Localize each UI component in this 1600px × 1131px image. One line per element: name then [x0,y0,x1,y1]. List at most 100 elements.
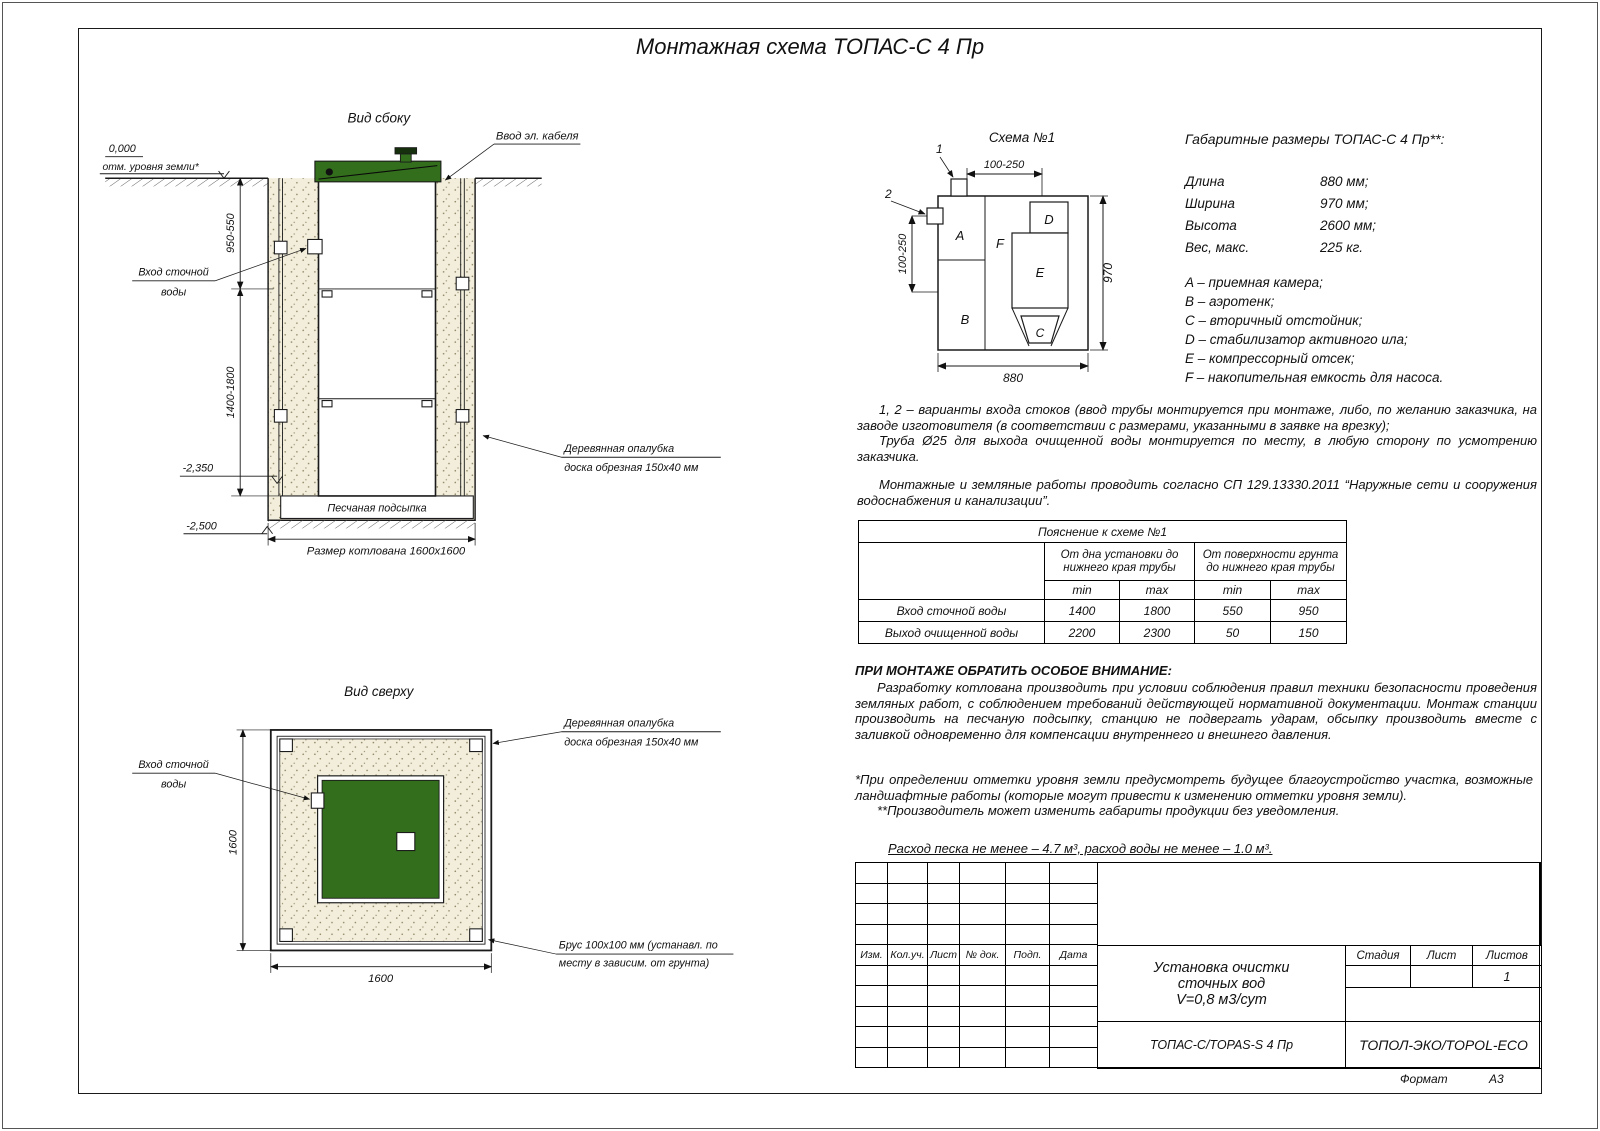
format-note: Формат А3 [1400,1072,1504,1086]
inlet-label-top-2: воды [161,779,186,791]
company-cell: ТОПОЛ-ЭКО/TOPOL-ECO [1345,1021,1542,1069]
compartment-d-box [1029,201,1069,234]
pipe-text: Труба Ø25 для выхода очищенной воды монт… [857,433,1537,464]
row-value: 50 [1194,621,1271,644]
hdr-podp: Подп. [1005,944,1050,966]
tank-body [317,180,437,497]
formwork-top-label-1: Деревянная опалубка [563,717,674,729]
title-block: Изм. Кол.уч. Лист № док. Подп. Дата Уста… [855,862,1542,1069]
spec-label: Высота [1185,218,1237,233]
beam-label-1: Брус 100x100 мм (устанавл. по [559,940,718,952]
level-2500-label: -2,500 [186,520,217,532]
footnote-1: *При определении отметки уровня земли пр… [855,772,1533,803]
stamp-empty-top [1097,862,1541,946]
sheets-value: 1 [1472,965,1542,988]
consumption-note: Расход песка не менее – 4.7 м³, расход в… [888,841,1273,856]
row-value: 1400 [1044,599,1120,622]
scheme-port-1 [950,178,968,197]
row-value: 2300 [1119,621,1195,644]
legend-item: F – накопительная емкость для насоса. [1185,370,1444,385]
top-view-title: Вид сверху [344,684,415,699]
page-title: Монтажная схема ТОПАС-С 4 Пр [635,34,985,59]
tank-rib [421,400,433,408]
sand-bedding-label: Песчаная подсыпка [327,502,426,514]
vent-square [396,832,416,852]
pit-dimension-label: Размер котлована 1600x1600 [307,545,466,557]
table-row: Выход очищенной воды 2200 2300 50 150 [858,621,1347,644]
table-min-header: min [1044,580,1120,600]
spec-label: Вес, макс. [1185,240,1250,255]
compartment-e-label: E [1036,265,1045,280]
cable-entry-label: Ввод эл. кабеля [496,131,579,143]
hdr-list: Лист [927,944,960,966]
row-value: 150 [1270,621,1347,644]
compartment-c-label: C [1036,326,1045,340]
spec-value: 970 мм; [1320,196,1369,211]
sheet-header: Лист [1410,945,1473,966]
compartment-b-label: B [961,312,970,327]
legend-item: E – компрессорный отсек; [1185,351,1355,366]
scheme-dim-bottom: 880 [1003,371,1023,385]
inlet-label-top-1: Вход сточной [138,759,208,771]
format-value: А3 [1489,1072,1504,1086]
formwork-board [273,240,288,255]
row-value: 1800 [1119,599,1195,622]
sp-note: Монтажные и земляные работы проводить со… [857,477,1537,508]
inlet-label-2: воды [161,286,186,298]
hdr-izm: Изм. [855,944,888,966]
ground-level-label: отм. уровня земли* [103,162,200,173]
legend: A – приемная камера; B – аэротенк; C – в… [1185,273,1555,387]
zero-level-label: 0,000 [109,143,136,155]
marker-1-label: 1 [936,142,943,156]
scheme-drawing: Схема №1 A F D E B C 1 2 100-250 100-250 [884,130,1115,385]
formwork-label-1: Деревянная опалубка [563,443,674,455]
project-line-3: V=0,8 м3/сут [1176,991,1267,1008]
scheme-port-2 [926,207,944,225]
attention-body: Разработку котлована производить при усл… [855,680,1537,742]
ground-hatch-right [475,178,542,187]
spec-label: Ширина [1185,196,1235,211]
table-group-2: От поверхности грунта до нижнего края тр… [1194,542,1347,581]
scheme-dim-right: 970 [1101,263,1115,283]
stage-header: Стадия [1345,945,1411,966]
sheet-value [1410,965,1473,988]
footnotes: *При определении отметки уровня земли пр… [855,772,1533,819]
row-value: 550 [1194,599,1271,622]
dimensions-block: Габаритные размеры ТОПАС-С 4 Пр**: Длина… [1185,131,1555,387]
scheme-title: Схема №1 [989,130,1055,145]
revision-header-row: Изм. Кол.уч. Лист № док. Подп. Дата [855,944,1098,966]
side-view-drawing: Песчаная подсыпка 950-550 1400-1800 0,00… [99,110,721,557]
table-group-1: От дна установки до нижнего края трубы [1044,542,1195,581]
side-view-title: Вид сбоку [347,110,411,125]
table-max-header: max [1270,580,1347,600]
project-line-2: сточных вод [1177,975,1266,992]
spec-row: Вес, макс. 225 кг. [1185,237,1555,259]
attention-block: ПРИ МОНТАЖЕ ОБРАТИТЬ ОСОБОЕ ВНИМАНИЕ: Ра… [855,663,1537,742]
attention-title: ПРИ МОНТАЖЕ ОБРАТИТЬ ОСОБОЕ ВНИМАНИЕ: [855,663,1172,678]
tank-rib [321,290,333,298]
hdr-koluch: Кол.уч. [887,944,928,966]
hdr-dok: № док. [959,944,1006,966]
tank-lid [314,160,442,183]
formwork-board [273,409,288,423]
table-title: Пояснение к схеме №1 [858,520,1347,543]
scheme-dim-left: 100-250 [897,233,909,274]
legend-item: C – вторичный отстойник; [1185,313,1363,328]
spec-row: Ширина 970 мм; [1185,193,1555,215]
corner-beam [469,738,483,753]
formwork-board [455,409,470,423]
beam-label-2: месту в зависим. от грунта) [559,958,709,970]
project-line-1: Установка очистки [1153,959,1290,976]
legend-item: D – стабилизатор активного ила; [1185,332,1408,347]
pit-bottom-hatch [268,520,476,529]
vent-cap [394,147,418,155]
compartment-f-label: F [996,236,1005,251]
top-view-drawing: Вид сверху 1600 1600 Вход сточной воды [132,684,734,985]
formwork-top-label-2: доска обрезная 150x40 мм [564,736,699,748]
format-label: Формат [1400,1072,1448,1086]
marker-2-label: 2 [884,187,892,201]
drawing-frame [78,28,1542,1094]
sheets-header: Листов [1472,945,1542,966]
